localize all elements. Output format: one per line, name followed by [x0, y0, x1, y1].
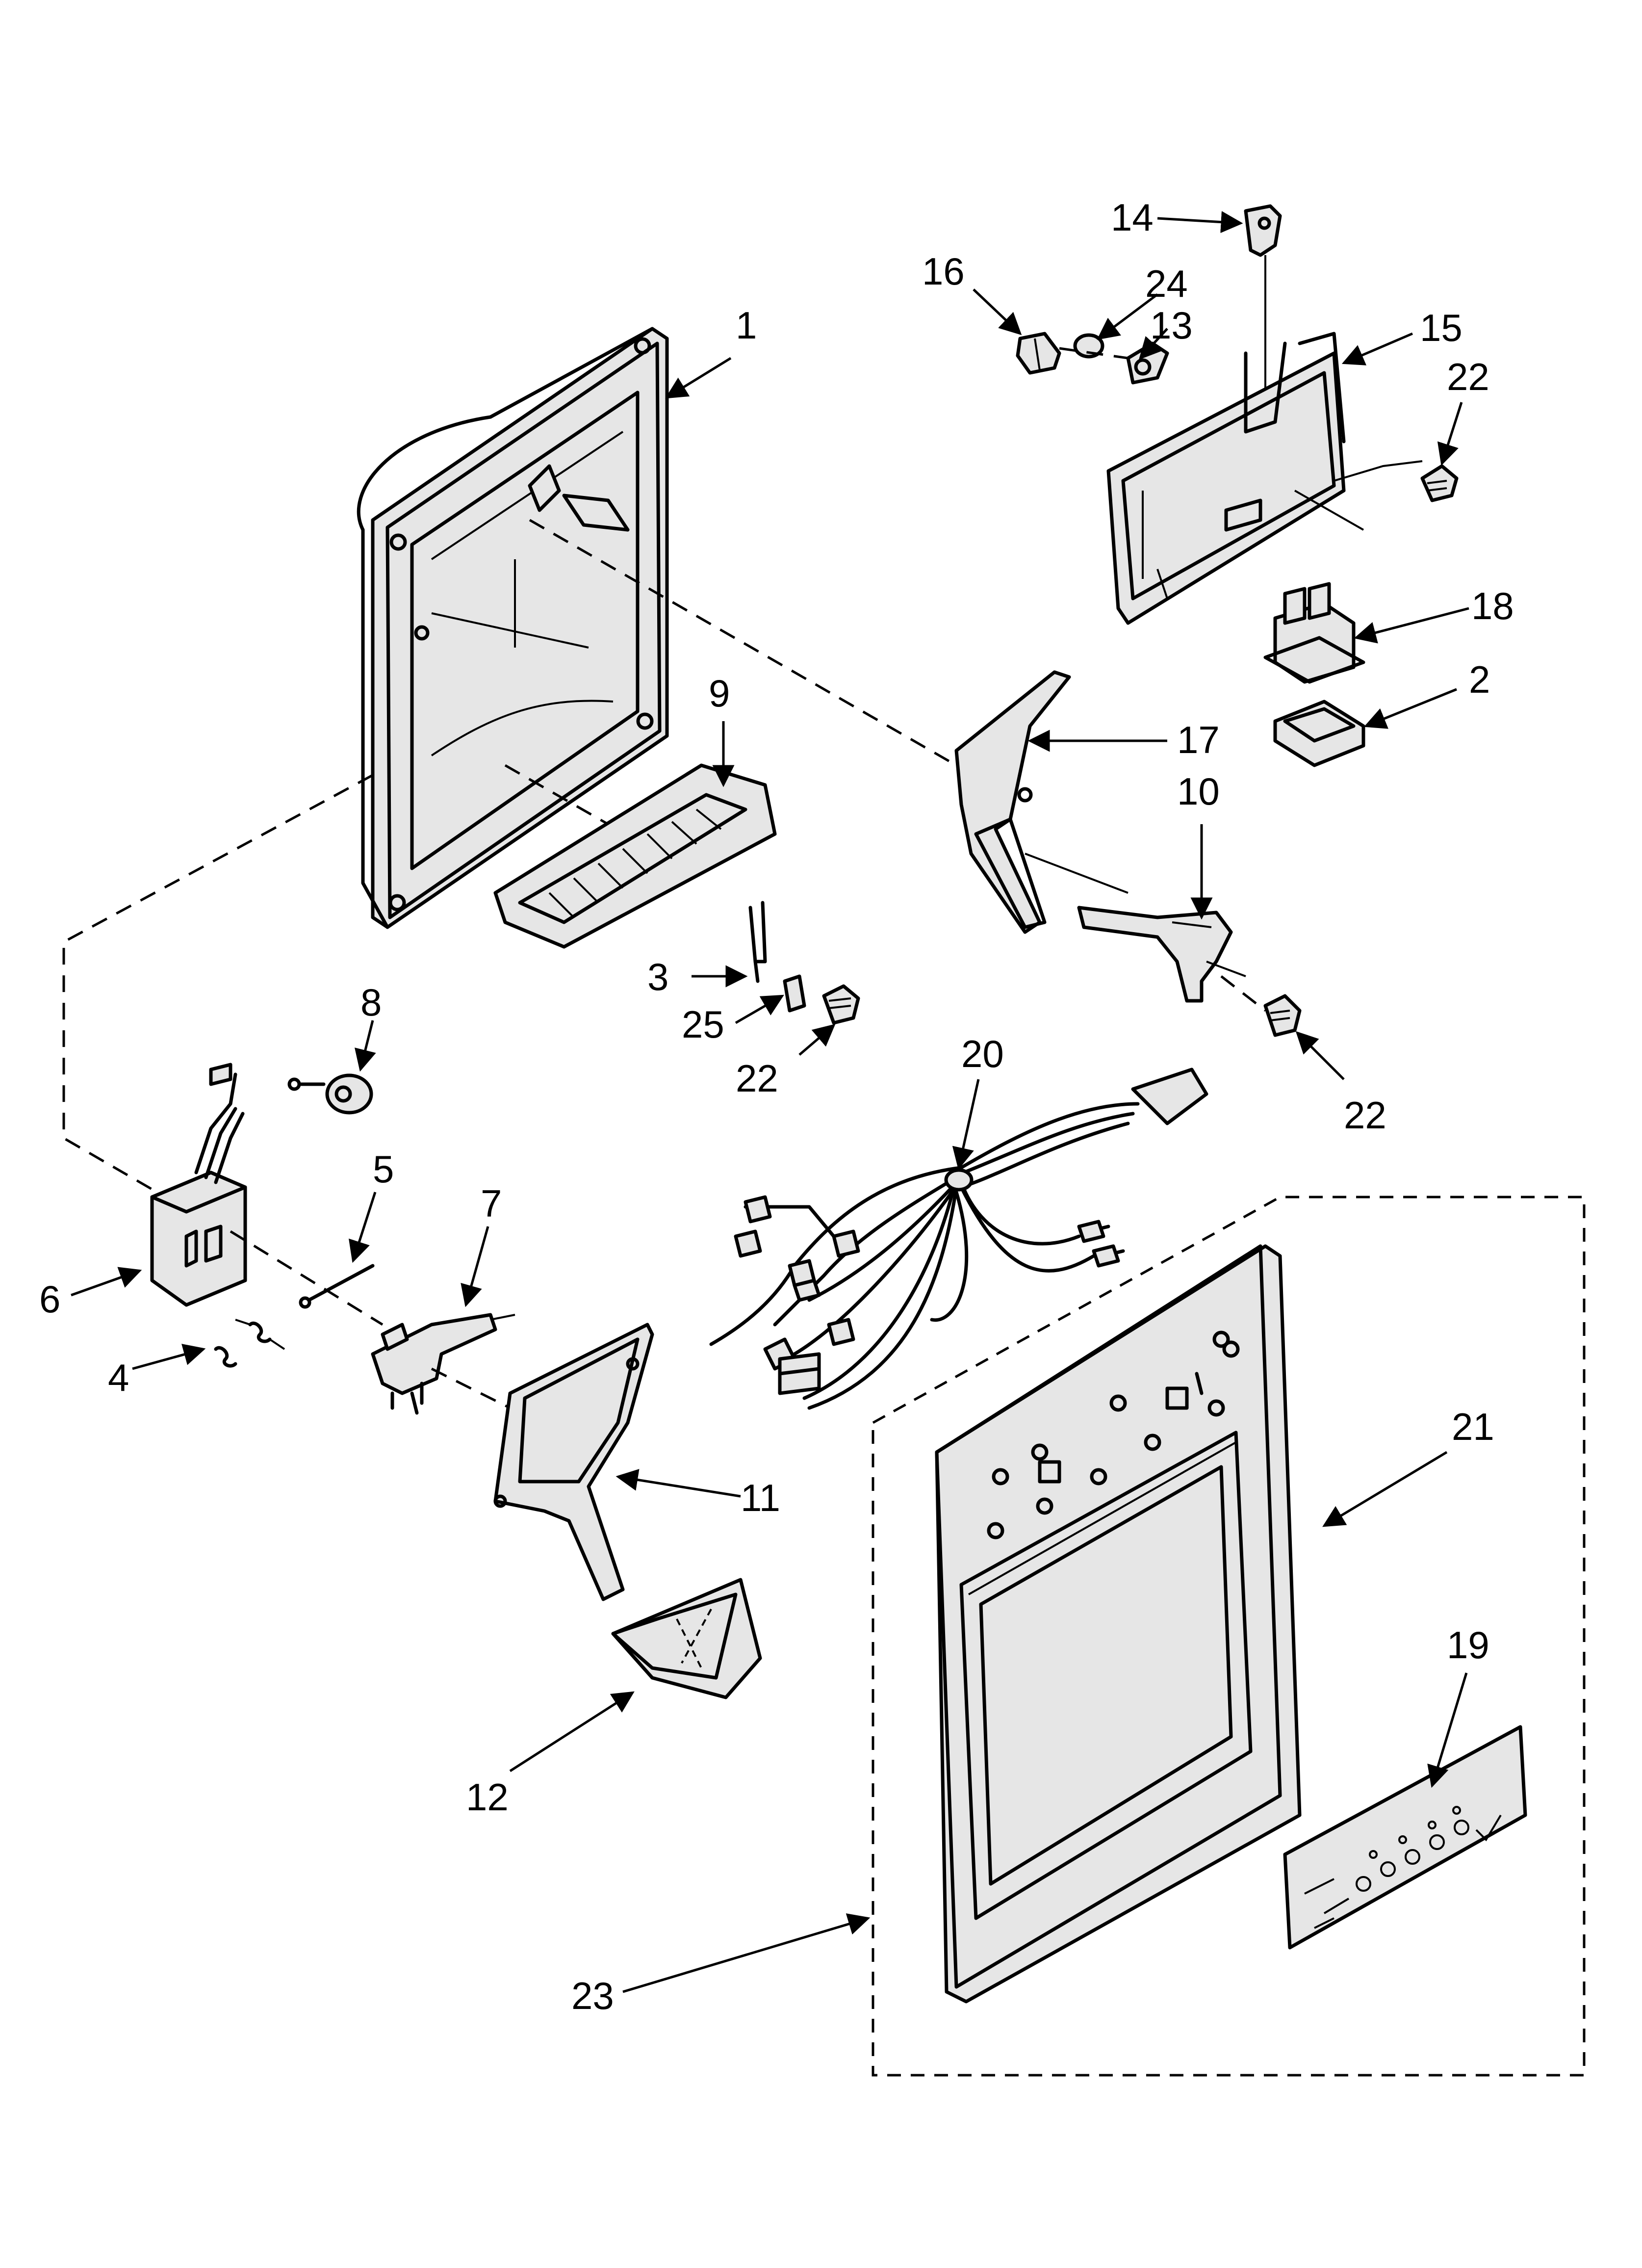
part-21-front-panel [935, 1244, 1302, 2004]
part-6-module [150, 1063, 247, 1307]
part-8-solenoid [287, 1073, 373, 1115]
part-10-actuator [1077, 906, 1246, 1003]
callout-8: 8 [360, 981, 382, 1024]
part-14-switch [1244, 204, 1282, 392]
callout-5: 5 [373, 1147, 394, 1191]
part-1-housing [357, 327, 669, 929]
part-25-shim [783, 974, 806, 1013]
callout-16: 16 [922, 250, 965, 293]
part-24-washer [1073, 333, 1104, 359]
callout-22-right: 22 [1344, 1094, 1386, 1137]
part-16-knob [1016, 332, 1061, 375]
callout-11: 11 [741, 1476, 780, 1519]
callout-24: 24 [1145, 262, 1188, 305]
assembly-line-6-to-7 [230, 1230, 384, 1326]
part-19-control-label [1283, 1725, 1527, 1950]
part-7-actuator-arm [371, 1313, 515, 1415]
part-22-screw-upper [1420, 464, 1459, 502]
callout-12: 12 [466, 1775, 509, 1819]
part-11-paddle [493, 1323, 654, 1601]
callout-7: 7 [481, 1182, 502, 1225]
callout-17: 17 [1177, 718, 1220, 761]
callout-25: 25 [682, 1003, 724, 1046]
callout-10: 10 [1177, 770, 1220, 813]
callout-18: 18 [1471, 584, 1514, 627]
part-12-ice-chute [611, 1578, 762, 1699]
callout-2: 2 [1469, 658, 1490, 701]
assembly-line-16-to-13 [1059, 347, 1129, 360]
part-22-screw-center [822, 984, 860, 1025]
part-4-springs [214, 1319, 285, 1368]
part-22-screw-right [1263, 994, 1302, 1037]
callout-6: 6 [39, 1277, 60, 1321]
callout-22-center: 22 [736, 1057, 778, 1100]
part-18-relay [1263, 582, 1365, 684]
callout-20: 20 [961, 1032, 1004, 1075]
callout-9: 9 [709, 672, 730, 715]
part-15-bracket [1106, 332, 1423, 625]
callout-19: 19 [1447, 1623, 1489, 1667]
part-2-cap [1273, 700, 1365, 767]
callout-labels: 1 2 3 4 5 6 7 8 9 10 11 12 13 14 15 16 1… [39, 196, 1514, 2017]
part-5-pin [299, 1264, 375, 1309]
callout-3: 3 [647, 955, 668, 998]
part-9-grille [493, 763, 777, 949]
callout-23: 23 [571, 1974, 614, 2017]
callout-21: 21 [1452, 1405, 1494, 1448]
leader-lines [71, 211, 1469, 1993]
assembly-line-housing-to-9 [504, 764, 609, 826]
callout-22-upper: 22 [1447, 355, 1489, 398]
part-17-lever [954, 670, 1129, 934]
callout-4: 4 [108, 1356, 129, 1399]
callout-15: 15 [1420, 306, 1462, 349]
callout-1: 1 [736, 304, 757, 347]
part-3-spring-clip [748, 901, 767, 983]
assembly-line-housing-to-6 [62, 774, 374, 1194]
callout-13: 13 [1150, 304, 1193, 347]
callout-14: 14 [1111, 196, 1154, 239]
assembly-line-10-to-22 [1220, 975, 1266, 1012]
part-23-assembly-boundary [872, 1196, 1586, 2077]
part-20-wire-harness [709, 1068, 1208, 1410]
